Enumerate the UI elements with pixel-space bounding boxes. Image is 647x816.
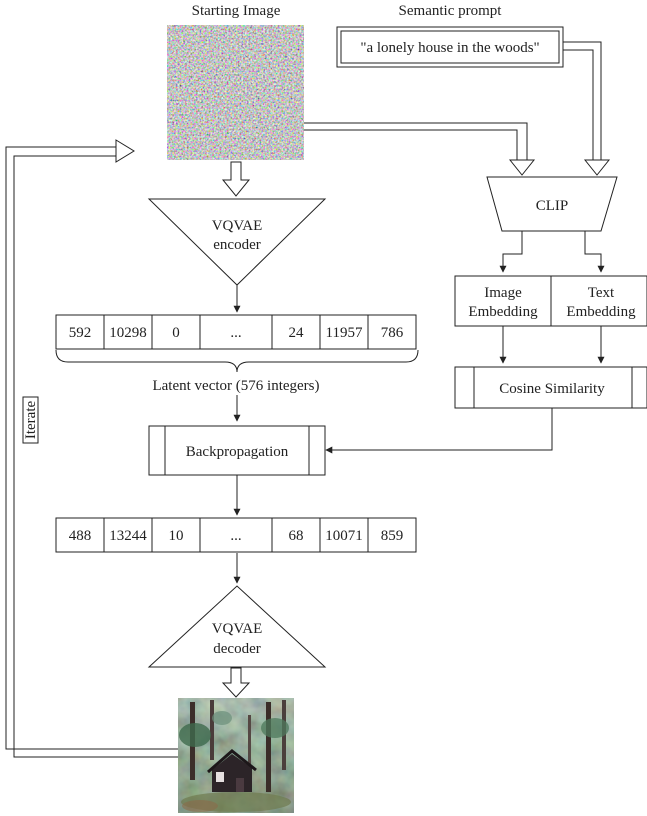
iterate-label: Iterate	[23, 401, 39, 440]
clip-label: CLIP	[536, 198, 569, 214]
cosine-similarity-box	[454, 366, 647, 409]
clip-block	[486, 176, 618, 232]
latent-cell-value: 11957	[326, 325, 363, 341]
backpropagation-box	[148, 425, 326, 476]
starting-image	[167, 25, 304, 160]
latent-cell-value: ...	[230, 528, 241, 544]
starting-image-label: Starting Image	[192, 3, 281, 19]
semantic-prompt-label: Semantic prompt	[399, 3, 503, 19]
encoder-label-1: VQVAE	[212, 218, 263, 234]
latent-cell	[199, 314, 273, 350]
latent-cell	[319, 517, 369, 553]
cosine-to-backprop-arrow	[325, 408, 553, 454]
latent-cell	[367, 517, 417, 553]
latent-cell-value: 10071	[325, 528, 363, 544]
clip-to-image-embedding-arrow	[499, 231, 523, 273]
iterate-loop-arrow	[5, 139, 178, 758]
latent-cell	[199, 517, 273, 553]
latent-cell-value: 10	[169, 528, 184, 544]
vqvae-encoder	[147, 198, 327, 286]
latent-cell-value: 68	[289, 528, 304, 544]
iterate-label-box	[22, 396, 39, 444]
latent-cell	[103, 517, 153, 553]
latent-cell	[151, 314, 201, 350]
latent-cell	[271, 314, 321, 350]
latent-cell-value: 0	[172, 325, 180, 341]
latent-brace	[55, 349, 419, 373]
text-embedding-box	[550, 275, 647, 327]
latent-cell-value: ...	[230, 325, 241, 341]
latent-cell	[55, 517, 105, 553]
latent-cell	[103, 314, 153, 350]
latent-cell	[151, 517, 201, 553]
latent-cell	[271, 517, 321, 553]
latent-cell-value: 488	[69, 528, 92, 544]
prompt-text: "a lonely house in the woods"	[360, 40, 539, 56]
image-embedding-label-2: Embedding	[468, 304, 538, 320]
latent-cell-value: 859	[381, 528, 404, 544]
latent-vector-updated: 488 13244 10... 68 10071 859	[55, 517, 417, 553]
image-embedding-label-1: Image	[484, 285, 522, 301]
cosine-similarity-label: Cosine Similarity	[499, 381, 605, 397]
latent-cell-value: 592	[69, 325, 92, 341]
clip-to-text-embedding-arrow	[584, 231, 605, 273]
latent-cell-value: 13244	[109, 528, 147, 544]
latent-cell-value: 10298	[109, 325, 147, 341]
latent-cell	[367, 314, 417, 350]
latent-cell-value: 786	[381, 325, 404, 341]
embedding-boxes	[454, 275, 647, 327]
latent-cell-value: 24	[289, 325, 305, 341]
decoder-to-image-arrow	[221, 667, 251, 698]
latent-cell	[55, 314, 105, 350]
prompt-box	[336, 26, 564, 68]
vqvae-decoder	[147, 585, 327, 668]
image-embedding-box	[454, 275, 552, 327]
decoder-label-2: decoder	[213, 641, 260, 657]
backpropagation-label: Backpropagation	[186, 444, 289, 460]
latent-vector-initial: 592 10298 0... 24 11957 786	[55, 314, 417, 350]
text-embedding-label-1: Text	[588, 285, 615, 301]
prompt-to-clip-arrow	[563, 41, 611, 176]
image-to-clip-arrow	[304, 122, 536, 176]
decoder-label-1: VQVAE	[212, 621, 263, 637]
latent-cell	[319, 314, 369, 350]
text-embedding-label-2: Embedding	[566, 304, 636, 320]
generated-image	[178, 698, 294, 813]
iterate-label-group: Iterate	[22, 396, 39, 444]
latent-vector-label: Latent vector (576 integers)	[152, 378, 319, 394]
image-to-encoder-arrow	[221, 161, 251, 197]
encoder-label-2: encoder	[213, 237, 260, 253]
